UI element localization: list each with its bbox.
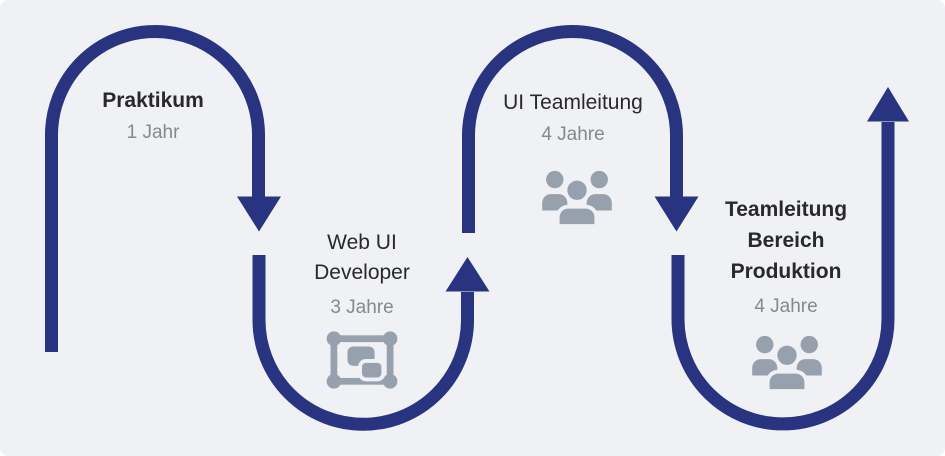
arrowhead-down-2 [654,196,699,232]
arrowhead-up-2 [867,87,909,122]
stage-web-ui-developer: Web UI Developer 3 Jahre [262,228,462,320]
stage-praktikum: Praktikum 1 Jahr [53,89,253,145]
path-segment-4 [671,122,895,431]
path-segment-2 [252,255,474,431]
team-icon [542,170,612,226]
artboard-icon [326,331,398,389]
arrowhead-up-1 [445,257,490,292]
arrowhead-down-1 [237,196,281,232]
path-segment-1 [45,25,265,352]
stage-duration: 4 Jahre [541,124,605,145]
stage-title: Web UI [327,231,397,254]
stage-ui-teamleitung: UI Teamleitung 4 Jahre [473,91,673,147]
stage-title: Produktion [730,260,842,283]
stage-duration: 4 Jahre [754,296,818,317]
stage-teamleitung-bereich-produktion: Teamleitung Bereich Produktion 4 Jahre [686,194,886,319]
team-icon [752,335,822,391]
path-segment-3 [462,25,683,233]
stage-title: Bereich [747,229,825,252]
stage-title: Developer [314,261,410,284]
stage-duration: 1 Jahr [126,122,180,143]
stage-title: Praktikum [102,89,204,112]
stage-duration: 3 Jahre [330,297,394,318]
stage-title: UI Teamleitung [503,91,643,114]
stage-title: Teamleitung [724,198,848,221]
